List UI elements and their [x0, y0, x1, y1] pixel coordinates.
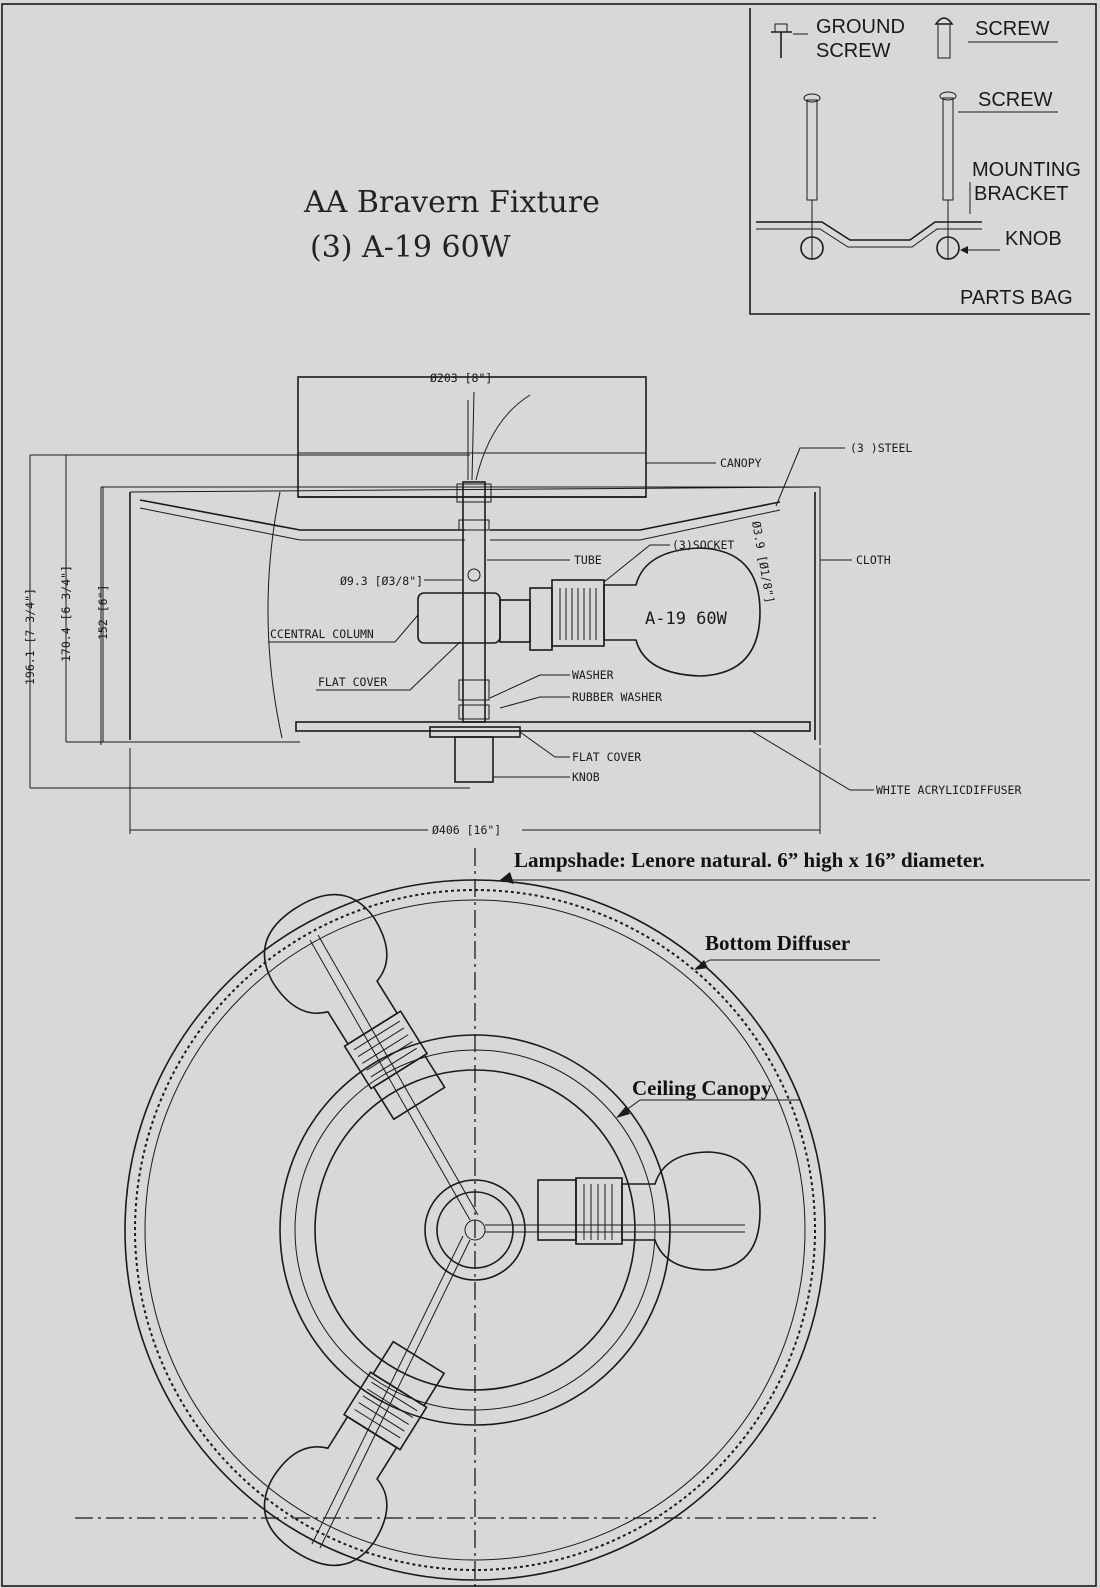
lampshade-outer	[124, 879, 826, 1581]
steel-label: (3 )STEEL	[850, 441, 912, 455]
bulb-outline	[603, 547, 761, 677]
plan-bulb-right	[537, 1151, 761, 1271]
page-border	[1, 3, 1097, 1587]
mounting-bracket-shape	[756, 221, 982, 241]
side-elevation-view: Ø203 [8"] CANOPY (3 )STEEL CLOTH Ø3.9 [Ø…	[23, 371, 1021, 837]
parts-bag-label: PARTS BAG	[960, 287, 1073, 309]
plan-bulb-upper-left	[263, 893, 446, 1121]
screw-label: SCREW	[978, 89, 1053, 111]
bottom-diffuser-label: Bottom Diffuser	[705, 931, 850, 955]
title-line-2: (3) A-19 60W	[310, 230, 511, 265]
flat-cover-top-label: FLAT COVER	[318, 675, 387, 689]
canopy-label: CANOPY	[720, 456, 762, 470]
ceiling-canopy-label: Ceiling Canopy	[632, 1076, 772, 1100]
rubber-washer-label: RUBBER WASHER	[572, 690, 662, 704]
knob-label: KNOB	[1005, 228, 1062, 250]
dim-fixture-height: 170.4 [6 3/4"]	[59, 565, 73, 662]
bulb-label: A-19 60W	[645, 609, 728, 629]
flat-cover-body	[417, 592, 501, 644]
knob-side-label: KNOB	[572, 770, 600, 784]
long-screw-left	[803, 93, 821, 238]
flat-cover-bottom-label: FLAT COVER	[572, 750, 641, 764]
canopy-inner-ring	[314, 1069, 636, 1391]
knob-side	[454, 736, 494, 783]
central-column	[462, 481, 486, 723]
ground-screw-label-2: SCREW	[816, 40, 891, 62]
dim-wire-diameter: Ø3.9 [Ø1/8"]	[749, 520, 777, 604]
fixture-title: AA Bravern Fixture (3) A-19 60W	[303, 185, 600, 265]
diffuser-label: WHITE ACRYLICDIFFUSER	[876, 783, 1021, 797]
ceiling-canopy-ring	[279, 1034, 671, 1426]
hub-outer	[424, 1179, 526, 1281]
bottom-diffuser-ring	[134, 889, 816, 1571]
title-line-1: AA Bravern Fixture	[303, 185, 600, 220]
screw-icon	[934, 17, 954, 59]
dim-canopy-diameter: Ø203 [8"]	[430, 371, 492, 385]
screw-top-label: SCREW	[975, 18, 1050, 40]
flat-cover-bottom	[429, 726, 521, 738]
plan-bulb-lower-left	[263, 1340, 446, 1567]
plan-view: Bottom Diffuser Ceiling Canopy	[75, 848, 880, 1588]
socket-housing	[529, 587, 553, 651]
mounting-bracket-label-1: MOUNTING	[972, 159, 1081, 181]
parts-bag-panel: GROUND SCREW SCREW SCREW MOUNTING BRACKE…	[749, 8, 1090, 315]
long-screw-right	[939, 91, 957, 238]
lampshade-note: Lampshade: Lenore natural. 6” high x 16”…	[514, 848, 985, 872]
mounting-bracket-label-2: BRACKET	[974, 183, 1068, 205]
cloth-label: CLOTH	[856, 553, 891, 567]
ground-screw-label-1: GROUND	[816, 16, 905, 38]
dim-shade-diameter: Ø406 [16"]	[432, 823, 501, 837]
washer-label: WASHER	[572, 668, 614, 682]
dim-overall-height: 196.1 [7 3/4"]	[23, 588, 37, 685]
acrylic-diffuser	[295, 721, 811, 732]
dim-shade-height: 152 [6"]	[96, 585, 110, 640]
socket-label: (3)SOCKET	[672, 538, 734, 552]
tube-label: TUBE	[574, 553, 602, 567]
ground-screw-icon	[771, 23, 792, 58]
dim-tube-diameter: Ø9.3 [Ø3/8"]	[340, 574, 423, 588]
central-column-label: CCENTRAL COLUMN	[270, 627, 374, 641]
